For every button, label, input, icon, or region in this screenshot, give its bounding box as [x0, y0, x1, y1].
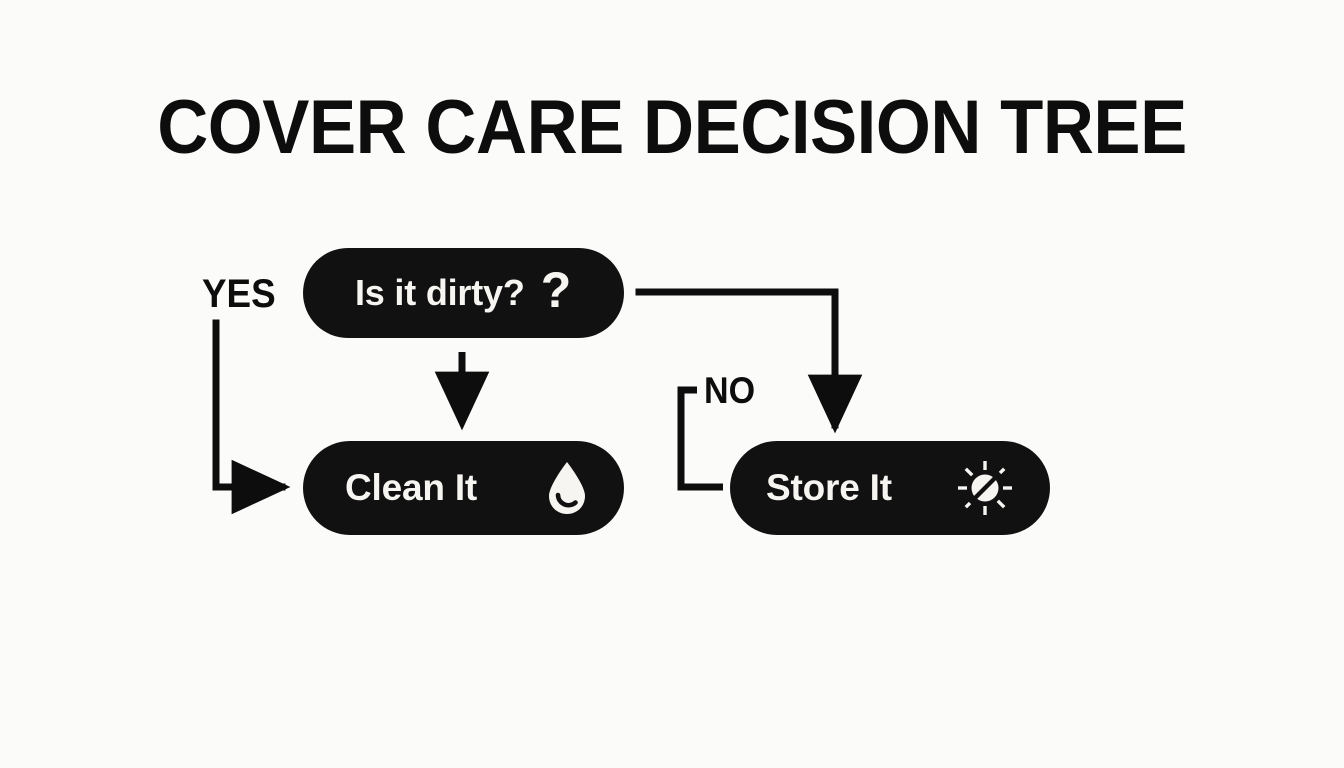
- node-label-store-it: Store It: [766, 467, 892, 508]
- edge-label-yes: YES: [202, 272, 276, 316]
- node-label-clean-it: Clean It: [345, 467, 478, 508]
- page-title: COVER CARE DECISION TREE: [157, 85, 1187, 170]
- edge-yes-branch: [212, 319, 291, 515]
- node-store-it[interactable]: Store It: [730, 441, 1050, 535]
- no-sun-icon: [956, 459, 1014, 517]
- node-label-is-it-dirty: Is it dirty?: [355, 272, 525, 313]
- water-droplet-icon: [544, 459, 590, 517]
- node-is-it-dirty[interactable]: Is it dirty? ?: [303, 248, 624, 338]
- node-clean-it[interactable]: Clean It: [303, 441, 624, 535]
- question-mark-icon: ?: [539, 267, 573, 319]
- edge-label-no: NO: [704, 370, 756, 411]
- svg-text:?: ?: [540, 267, 571, 318]
